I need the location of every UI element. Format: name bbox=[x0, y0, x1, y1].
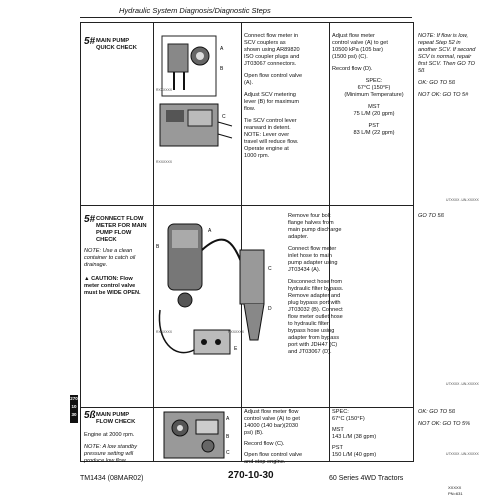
label-a: A bbox=[220, 46, 224, 52]
pn-code: PN=631 bbox=[448, 491, 463, 496]
step-code: U7XXXX -UN-XXXXX bbox=[446, 198, 479, 202]
label-c: C bbox=[268, 266, 272, 272]
column-divider-2 bbox=[241, 23, 242, 461]
scv-coupler-illustration: A B C bbox=[159, 35, 233, 147]
label-b: B bbox=[220, 66, 224, 72]
page-header: Hydraulic System Diagnosis/Diagnostic St… bbox=[119, 6, 271, 15]
engine-speed-text: Engine at 2000 rpm. bbox=[84, 432, 135, 438]
column-divider-1 bbox=[153, 23, 154, 461]
illustration-ref: RXXXXXX bbox=[156, 88, 173, 92]
step-number: 5# bbox=[84, 214, 96, 225]
label-c: C bbox=[226, 450, 230, 456]
result-text: OK: GO TO 5ß NOT OK: GO TO 5% bbox=[418, 409, 471, 427]
step-code: U7XXXX -UN-XXXXX bbox=[446, 452, 479, 456]
label-c: C bbox=[222, 114, 226, 120]
step-title: MAIN PUMP QUICK CHECK bbox=[96, 38, 137, 51]
label-a: A bbox=[226, 416, 230, 422]
header-rule bbox=[80, 17, 412, 18]
product-name: 60 Series 4WD Tractors bbox=[329, 475, 404, 482]
illustration-ref: RXXXXXX bbox=[156, 330, 173, 334]
result-text: GO TO 5ß bbox=[418, 213, 445, 219]
diagnostic-table bbox=[80, 22, 414, 462]
label-d: D bbox=[268, 306, 272, 312]
label-b: B bbox=[156, 244, 160, 250]
illustration-ref: RXXXXXX bbox=[156, 160, 173, 164]
label-b: B bbox=[226, 434, 230, 440]
flow-meter-reading-illustration: A B C bbox=[163, 411, 230, 459]
row-divider-2 bbox=[81, 407, 413, 408]
column-divider-3 bbox=[329, 23, 330, 461]
step-code: U7XXXX -UN-XXXXX bbox=[446, 382, 479, 386]
illustration-ref: RXXXXXX bbox=[228, 330, 245, 334]
label-e: E bbox=[234, 346, 238, 352]
doc-code: XXXXX bbox=[448, 485, 462, 490]
step-number: 5ß bbox=[84, 410, 96, 421]
label-a: A bbox=[208, 228, 212, 234]
step-number: 5# bbox=[84, 36, 96, 47]
page-number: 270-10-30 bbox=[228, 470, 274, 481]
flow-meter-connection-illustration: A B C D E bbox=[156, 223, 272, 355]
row-divider-1 bbox=[81, 205, 413, 206]
manual-id: TM1434 (08MAR02) bbox=[80, 475, 144, 482]
